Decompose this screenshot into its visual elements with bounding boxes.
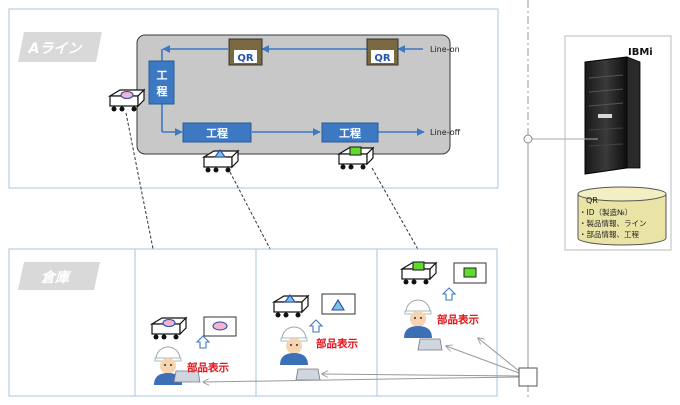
parts-display-label: 部品表示	[187, 361, 229, 374]
cart-icon	[149, 316, 188, 340]
svg-text:工程: 工程	[206, 126, 228, 140]
up-arrow-icon	[441, 287, 457, 301]
cart-icon	[107, 88, 146, 112]
process-box: 工程	[321, 122, 379, 143]
laptop-icon	[417, 338, 443, 351]
up-arrow-icon	[195, 335, 211, 349]
parts-display-label: 部品表示	[316, 337, 358, 350]
flow-lines	[161, 45, 425, 136]
line-off-label: Line-off	[430, 128, 461, 137]
worker-icon	[280, 326, 308, 365]
db-title: QR	[586, 196, 598, 205]
db-line: ・製品情報、ライン	[579, 218, 647, 228]
cart-icon	[201, 149, 240, 173]
server-area: IBMi QR ・ID（製造№） ・製品情報、ライン ・部品情報、工程	[564, 35, 672, 251]
line-on-label: Line-on	[430, 45, 460, 54]
svg-text:程: 程	[157, 84, 168, 98]
warehouse-label-bg	[18, 262, 100, 290]
process-box: 工程	[182, 122, 252, 143]
network-node	[523, 134, 533, 144]
qr-tag: QR	[237, 53, 254, 64]
up-arrow-icon	[308, 319, 324, 333]
cart-icon	[399, 261, 438, 285]
warehouse-label: 倉庫	[41, 269, 72, 286]
laptop-icon	[173, 370, 201, 383]
parts-display-label: 部品表示	[437, 313, 479, 326]
server-tower-icon	[584, 56, 641, 175]
worker-icon	[404, 299, 432, 338]
display-panel-icon	[453, 262, 487, 284]
line-area-label-bg	[18, 32, 102, 62]
line-area-label: Aライン	[28, 41, 83, 57]
qr-station: QR	[228, 38, 263, 66]
process-box: 工 程	[148, 60, 175, 105]
network-hub	[203, 143, 538, 387]
qr-station: QR	[366, 38, 399, 66]
display-panel-icon	[203, 316, 237, 337]
db-line: ・部品情報、工程	[579, 229, 639, 239]
qr-tag: QR	[374, 53, 391, 64]
svg-text:工: 工	[157, 69, 168, 82]
station: 部品表示	[149, 316, 237, 385]
display-panel-icon	[321, 293, 356, 315]
server-title: IBMi	[628, 47, 653, 58]
db-line: ・ID（製造№）	[579, 207, 632, 217]
station: 部品表示	[271, 293, 358, 381]
cart-icon	[336, 146, 375, 170]
cart-icon	[271, 294, 310, 318]
database-icon	[577, 186, 667, 246]
svg-text:工程: 工程	[339, 126, 361, 140]
station: 部品表示	[399, 261, 487, 351]
laptop-icon	[295, 368, 321, 381]
